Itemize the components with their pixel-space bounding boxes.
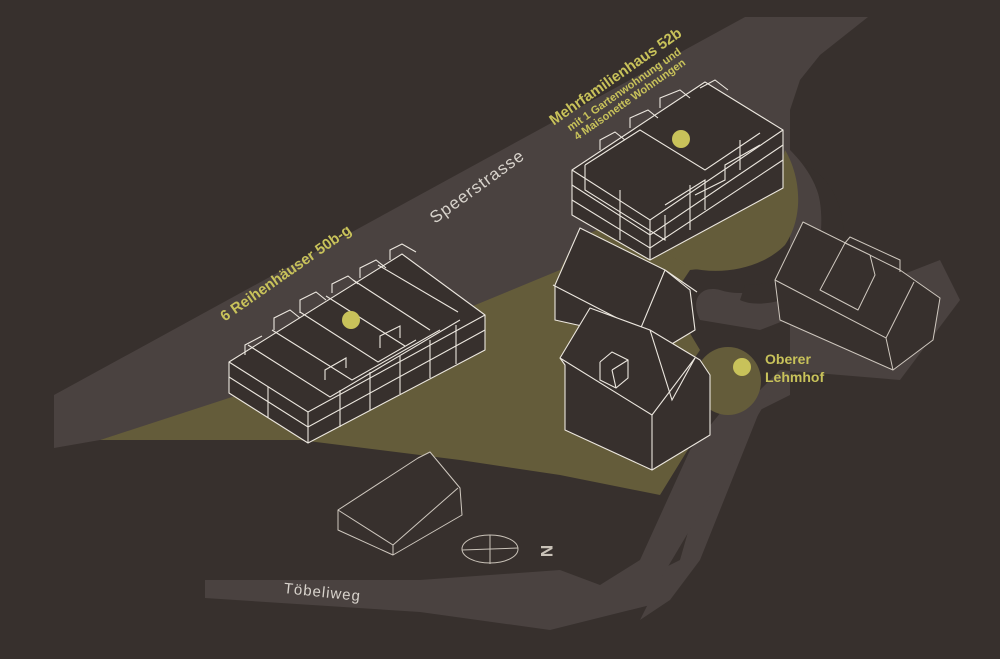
road-lehmhof-south xyxy=(600,395,770,620)
label-oberer: Oberer xyxy=(765,351,811,367)
road-toebeliweg xyxy=(205,570,670,630)
label-lehmhof: Lehmhof xyxy=(765,369,825,385)
marker-mehrfamilienhaus[interactable] xyxy=(672,130,690,148)
compass-icon xyxy=(461,534,519,564)
compass-north-label: N xyxy=(537,544,557,558)
building-south-shed[interactable] xyxy=(337,451,463,556)
road-ring xyxy=(610,150,960,610)
marker-lehmhof[interactable] xyxy=(733,358,751,376)
building-lehmhof-main[interactable] xyxy=(559,307,711,471)
building-mehrfamilienhaus[interactable] xyxy=(571,79,784,261)
building-east-house[interactable] xyxy=(774,221,941,371)
marker-reihenhaeuser[interactable] xyxy=(342,311,360,329)
building-reihenhaeuser[interactable] xyxy=(228,243,486,444)
